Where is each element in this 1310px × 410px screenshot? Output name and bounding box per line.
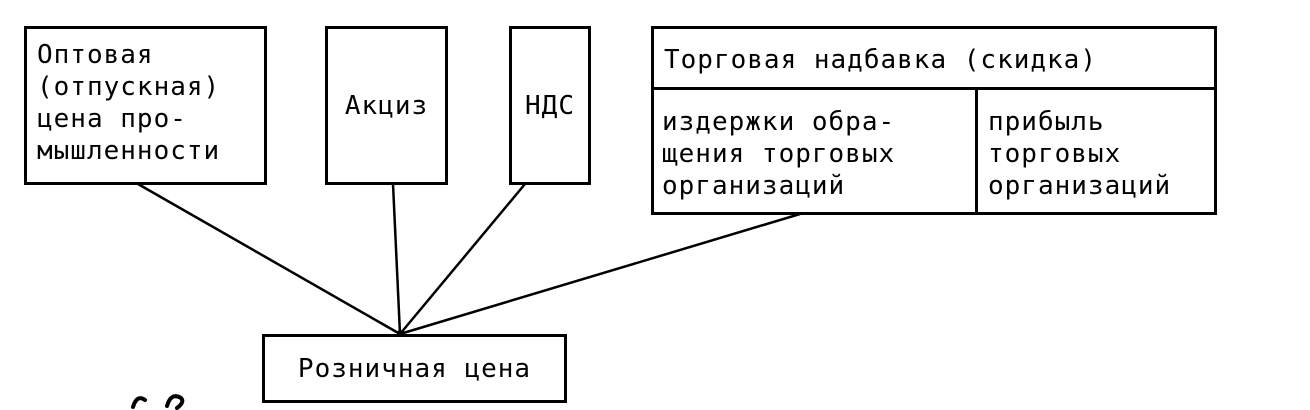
connector-excise-to-retail bbox=[391, 183, 402, 335]
trade-profit-line-1: прибыль bbox=[988, 107, 1105, 137]
wholesale-price-line-1: Оптовая bbox=[37, 40, 154, 70]
connector-markup-to-retail bbox=[399, 212, 801, 336]
trade-profit-line-3: организаций bbox=[988, 171, 1172, 201]
distribution-costs-line-1: издержки обра- bbox=[662, 107, 896, 137]
cropped-handwriting-mark bbox=[131, 394, 185, 410]
trade-markup-title: Торговая надбавка (скидка) bbox=[664, 45, 1097, 75]
wholesale-price-line-2: (отпускная) bbox=[37, 72, 221, 102]
excise-box: Акциз bbox=[325, 26, 448, 185]
connector-wholesale-to-retail bbox=[137, 182, 401, 336]
excise-label: Акциз bbox=[344, 90, 429, 121]
trade-markup-divider-vertical bbox=[975, 87, 978, 215]
vat-box: НДС bbox=[509, 26, 591, 185]
trade-profit-line-2: торговых bbox=[988, 139, 1122, 169]
retail-price-label: Розничная цена bbox=[297, 353, 532, 384]
wholesale-price-line-3: цена про- bbox=[37, 104, 187, 134]
trade-markup-divider-horizontal bbox=[654, 87, 1214, 90]
distribution-costs-line-3: организаций bbox=[662, 171, 846, 201]
vat-label: НДС bbox=[525, 90, 575, 121]
wholesale-price-box: Оптовая (отпускная) цена про- мышленност… bbox=[24, 26, 267, 185]
distribution-costs-line-2: щения торговых bbox=[662, 139, 896, 169]
retail-price-box: Розничная цена bbox=[262, 334, 567, 403]
trade-markup-box: Торговая надбавка (скидка) издержки обра… bbox=[651, 26, 1217, 215]
wholesale-price-line-4: мышленности bbox=[37, 136, 221, 166]
connector-vat-to-retail bbox=[399, 183, 526, 335]
